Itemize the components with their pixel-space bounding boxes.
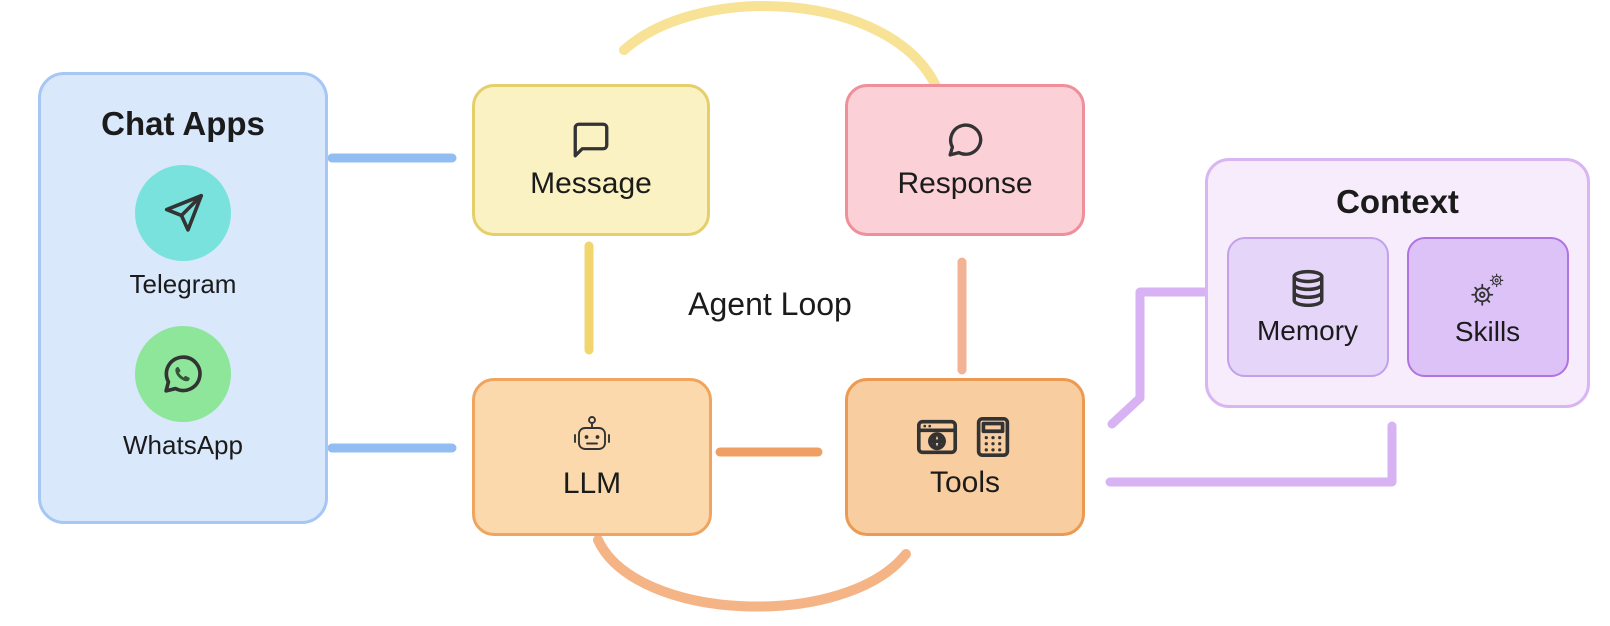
skills-box: Skills <box>1406 237 1569 377</box>
memory-label: Memory <box>1256 315 1359 346</box>
message-node: Message <box>472 84 710 236</box>
whatsapp-app: WhatsApp <box>123 326 243 461</box>
llm-label: LLM <box>562 467 622 500</box>
whatsapp-label: WhatsApp <box>123 430 243 460</box>
memory-box: Memory <box>1226 237 1389 377</box>
arrow-llm-to-tools-loop <box>593 535 911 612</box>
round-speech-bubble-icon <box>948 123 983 157</box>
square-speech-bubble-icon <box>573 122 609 158</box>
gears-icon <box>1470 273 1503 306</box>
agent-loop-label: Agent Loop <box>688 286 852 322</box>
arrow-context-to-tools <box>1107 287 1220 429</box>
arrow-response-to-message-loop <box>619 1 941 91</box>
calculator-icon <box>976 416 1010 458</box>
whatsapp-circle <box>134 326 231 422</box>
telegram-paper-plane-icon <box>164 193 204 232</box>
chat-apps-title: Chat Apps <box>101 105 265 142</box>
response-node: Response <box>845 84 1085 236</box>
chat-apps-panel: Chat Apps Telegram <box>38 72 328 524</box>
tools-node: Tools <box>845 378 1085 536</box>
whatsapp-icon <box>164 355 202 393</box>
context-title: Context <box>1336 183 1459 220</box>
tools-icons <box>914 414 1016 460</box>
robot-icon <box>574 416 610 450</box>
context-items-row: Memory <box>1226 237 1569 377</box>
message-label: Message <box>530 167 652 200</box>
arrow-tools-context-bidirectional <box>1105 421 1397 487</box>
context-panel: Context Memory <box>1205 158 1590 408</box>
llm-node: LLM <box>472 378 712 536</box>
telegram-app: Telegram <box>129 165 237 300</box>
telegram-circle <box>135 165 231 261</box>
browser-globe-icon <box>916 419 958 455</box>
database-icon <box>1292 269 1323 308</box>
tools-label: Tools <box>929 466 1001 499</box>
skills-label: Skills <box>1454 316 1521 347</box>
response-label: Response <box>897 167 1033 200</box>
telegram-label: Telegram <box>129 269 237 299</box>
